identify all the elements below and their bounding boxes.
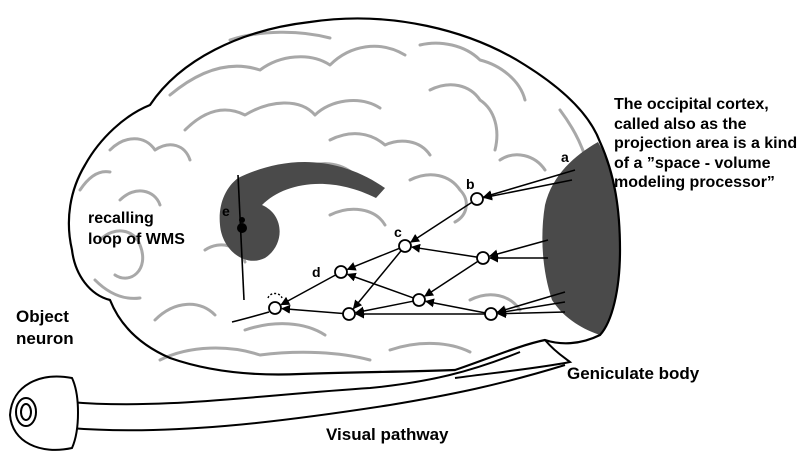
- network-node: [334, 265, 348, 279]
- network-edge: [280, 274, 337, 306]
- description-line-3: projection area is a kind: [614, 135, 798, 153]
- brain-outline: [67, 17, 622, 376]
- brain-sulci: [78, 30, 605, 362]
- network-edge: [354, 300, 414, 316]
- network-edge: [482, 169, 576, 200]
- node-label-c: c: [394, 224, 402, 240]
- visual-pathway: [69, 351, 566, 432]
- recalling-label-line-1: recalling: [88, 210, 154, 227]
- object-neuron-label-line-1: Object: [16, 307, 69, 326]
- network-edge: [482, 179, 573, 201]
- network-node: [476, 251, 490, 265]
- node-label-a: a: [561, 149, 569, 165]
- network-node: [412, 293, 426, 307]
- node-label-d: d: [312, 264, 321, 280]
- network-edge: [497, 301, 566, 317]
- network-edge: [497, 309, 566, 319]
- network-edge: [424, 260, 479, 297]
- network-node: [268, 301, 282, 315]
- network-edges: [231, 169, 576, 323]
- node-label-e: e: [222, 203, 230, 219]
- network-edge: [424, 298, 486, 314]
- network-edge: [346, 272, 414, 299]
- network-node: [470, 192, 484, 206]
- network-edge: [410, 201, 473, 243]
- description-line-4: of a ”space - volume: [614, 154, 771, 172]
- geniculate-body-outline: [454, 339, 573, 379]
- geniculate-body-label: Geniculate body: [567, 364, 700, 383]
- network-node: [398, 239, 412, 253]
- target-node-arc: [267, 292, 283, 299]
- recalling-label-line-2: loop of WMS: [88, 231, 185, 248]
- network-edge: [352, 250, 402, 310]
- description-line-1: The occipital cortex,: [614, 96, 769, 113]
- object-neuron-label-line-2: neuron: [16, 329, 74, 348]
- node-e-marker: [237, 174, 247, 301]
- description-line-2: called also as the: [614, 115, 747, 133]
- eye-icon: [8, 375, 79, 451]
- node-label-b: b: [466, 176, 475, 192]
- network-edge: [281, 304, 344, 315]
- network-edge: [488, 239, 549, 259]
- occipital-cortex-region: [542, 142, 620, 335]
- visual-pathway-label: Visual pathway: [326, 425, 449, 444]
- network-edge: [496, 291, 566, 315]
- description-line-5: modeling processor”: [614, 174, 775, 192]
- occipital-description: The occipital cortex, called also as the…: [614, 95, 800, 193]
- network-edge: [411, 243, 478, 258]
- network-edge: [346, 247, 400, 271]
- network-node: [484, 307, 498, 321]
- recalling-loop-shape: [219, 162, 385, 261]
- network-nodes: [267, 192, 498, 321]
- target-tail-line: [231, 311, 270, 323]
- network-node: [342, 307, 356, 321]
